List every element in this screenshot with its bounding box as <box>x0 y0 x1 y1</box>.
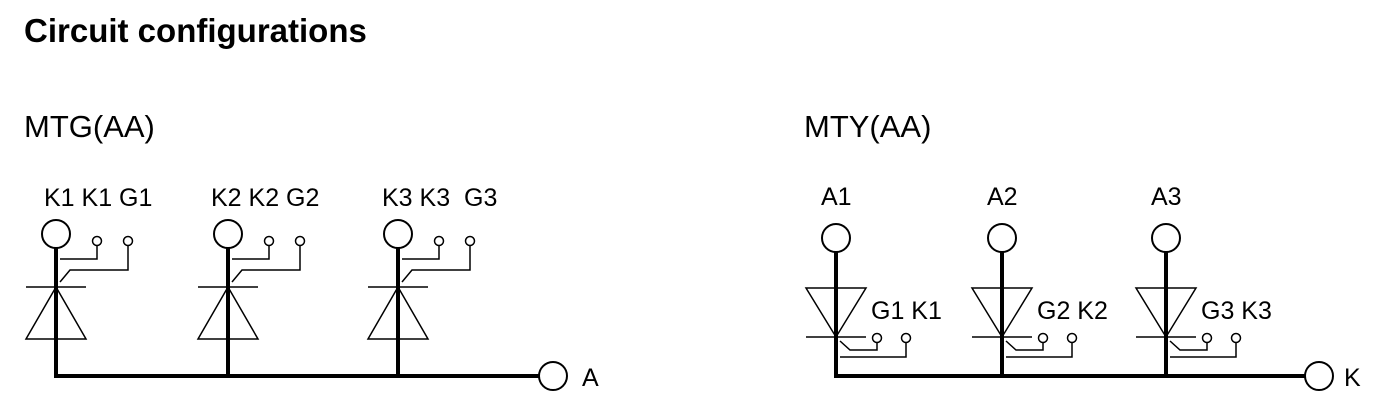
anode-terminal-a1 <box>821 223 851 253</box>
thyristor-symbol <box>366 285 430 340</box>
diagram-mtg: MTG(AA) K1 K1 G1 K2 K2 G2 K <box>24 109 599 392</box>
thyristor-symbol <box>804 287 868 339</box>
aux-cathode-terminal-k2 <box>263 235 275 247</box>
channel-label-a2: A2 <box>987 183 1018 211</box>
page-title: Circuit configurations <box>24 12 367 49</box>
gate-terminal-g3 <box>1201 332 1213 344</box>
gate-lead <box>1005 340 1044 351</box>
common-terminal-label: A <box>582 364 599 392</box>
common-terminal-a <box>538 361 568 391</box>
common-terminal-label: K <box>1344 364 1361 392</box>
anode-terminal-a3 <box>1151 223 1181 253</box>
aux-cathode-terminal-k1 <box>91 235 103 247</box>
thyristor-symbol <box>24 285 88 340</box>
gate-terminal-g1 <box>122 235 134 247</box>
aux-cathode-lead <box>1170 342 1237 358</box>
aux-cathode-terminal-k3 <box>1230 332 1242 344</box>
diagram-mty: MTY(AA) A1 G1 K1 A2 G2 K2 <box>804 109 1361 392</box>
channel-label-k1: K1 K1 G1 <box>44 184 152 212</box>
thyristor-symbol <box>1134 287 1198 339</box>
gate-terminal-g1 <box>871 332 883 344</box>
gate-terminal-g2 <box>1037 332 1049 344</box>
channel-side-label-2: G2 K2 <box>1037 297 1108 325</box>
common-terminal-k <box>1304 361 1334 391</box>
channel-label-a3: A3 <box>1151 183 1182 211</box>
cathode-terminal-k2 <box>213 219 243 249</box>
aux-cathode-terminal-k1 <box>900 332 912 344</box>
gate-terminal-g2 <box>294 235 306 247</box>
aux-cathode-lead <box>840 342 907 358</box>
channel-side-label-3: G3 K3 <box>1201 297 1272 325</box>
channel-label-k2: K2 K2 G2 <box>211 184 319 212</box>
thyristor-symbol <box>196 285 260 340</box>
channel-label-a1: A1 <box>821 183 852 211</box>
gate-lead <box>1169 340 1208 351</box>
gate-lead <box>59 245 129 283</box>
aux-cathode-lead <box>60 245 98 260</box>
cathode-terminal-k1 <box>41 219 71 249</box>
aux-cathode-lead <box>402 245 440 260</box>
thyristor-channel-3: K3 K3 G3 <box>366 184 497 376</box>
thyristor-channel-a3: A3 G3 K3 <box>1134 183 1272 376</box>
thyristor-symbol <box>970 287 1034 339</box>
aux-cathode-terminal-k3 <box>433 235 445 247</box>
thyristor-channel-2: K2 K2 G2 <box>196 184 319 376</box>
aux-cathode-lead <box>1006 342 1073 358</box>
thyristor-channel-a2: A2 G2 K2 <box>970 183 1108 376</box>
anode-terminal-a2 <box>987 223 1017 253</box>
thyristor-channel-a1: A1 G1 K1 <box>804 183 942 376</box>
aux-cathode-lead <box>232 245 270 260</box>
gate-lead <box>839 340 878 351</box>
gate-lead <box>401 245 471 283</box>
diagram-title-mtg: MTG(AA) <box>24 109 155 144</box>
channel-label-k3: K3 K3 G3 <box>382 184 497 212</box>
channel-side-label-1: G1 K1 <box>871 297 942 325</box>
gate-terminal-g3 <box>464 235 476 247</box>
aux-cathode-terminal-k2 <box>1066 332 1078 344</box>
cathode-terminal-k3 <box>383 219 413 249</box>
thyristor-channel-1: K1 K1 G1 <box>24 184 152 376</box>
gate-lead <box>231 245 301 283</box>
diagram-title-mty: MTY(AA) <box>804 109 931 144</box>
